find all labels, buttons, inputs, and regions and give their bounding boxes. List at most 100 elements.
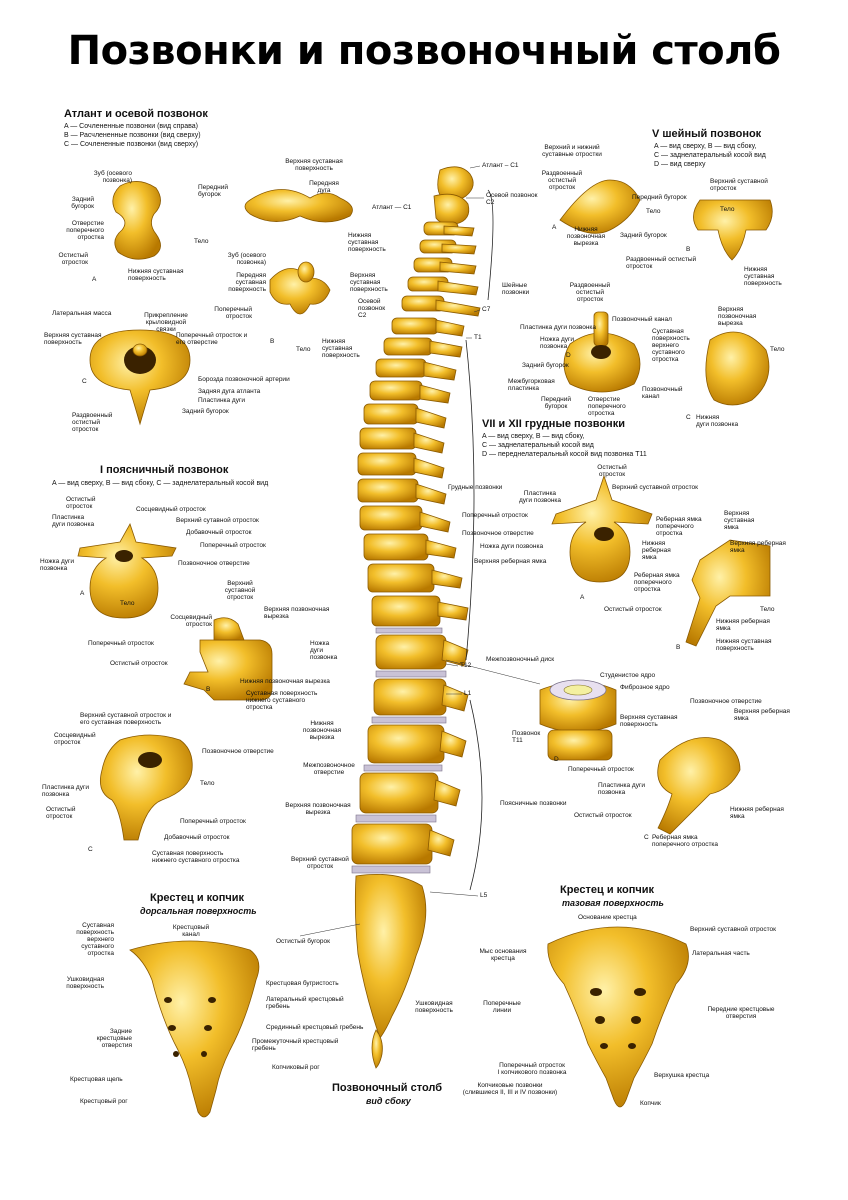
label-front-art: Передняя суставная поверхность bbox=[228, 272, 266, 293]
label-axis-c2: Осевой позвонок C2 bbox=[358, 298, 386, 319]
label-c5-back-tub-d: Задний бугорок bbox=[522, 362, 569, 369]
label-th-lower-rib-b: Нижняя реберная ямка bbox=[716, 618, 770, 632]
label-l-mammillary-b: Сосцевидный отросток bbox=[170, 614, 212, 628]
label-th-letter-c: C bbox=[644, 834, 649, 841]
label-bifid: Раздвоенный остистый отросток bbox=[72, 412, 113, 433]
sacrum-pelvic-subtitle: тазовая поверхность bbox=[562, 898, 664, 908]
label-th-transverse: Поперечный отросток bbox=[462, 512, 528, 519]
label-th-pedicle: Ножка дуги позвонка bbox=[480, 543, 544, 550]
label-l-lamina-c: Пластинка дуги позвонка bbox=[42, 784, 89, 798]
label-sp-c7: C7 bbox=[482, 306, 491, 313]
label-telo2: Тело bbox=[296, 346, 311, 353]
label-c5-letter-d: D bbox=[566, 352, 571, 359]
label-th-upper-art: Верхний суставной отросток bbox=[612, 484, 698, 491]
label-c5-telo: Тело bbox=[646, 208, 661, 215]
label-sp-cervical: Шейные позвонки bbox=[502, 282, 530, 296]
label-sp2-coccyx-vert: Копчиковые позвонки (слившиеся II, III и… bbox=[462, 1082, 558, 1096]
cervical5-figures bbox=[559, 179, 773, 406]
label-sp2-coccyx: Копчик bbox=[640, 1100, 661, 1107]
label-lower-art: Нижняя суставная поверхность bbox=[128, 268, 184, 282]
label-letter-b: B bbox=[270, 338, 275, 345]
label-th-lower-art-b: Нижняя суставная поверхность bbox=[716, 638, 772, 652]
label-l-mammillary: Сосцевидный отросток bbox=[136, 506, 206, 513]
atlas-legend-b: B — Расчлененные позвонки (вид сверху) bbox=[64, 132, 201, 139]
label-th-vertebra-t11: Позвонок T11 bbox=[512, 730, 541, 744]
label-c5-foramen-transv: Отверстие поперечного отростка bbox=[588, 396, 626, 417]
label-th-letter-d: D bbox=[554, 756, 559, 763]
label-sp2-transv-lines: Поперечные линии bbox=[483, 1000, 521, 1014]
label-sd-canal: Крестцовый канал bbox=[172, 924, 210, 938]
spine-title: Позвоночный столб bbox=[332, 1082, 443, 1094]
label-c5-bifid: Раздвоенный остистый отросток bbox=[541, 170, 583, 191]
cervical5-legend-3: D — вид сверху bbox=[654, 161, 706, 168]
label-c5-lamina: Пластинка дуги позвонка bbox=[520, 324, 597, 331]
label-l-letter-c: C bbox=[88, 846, 93, 853]
label-l-pedicle-b: Ножка дуги позвонка bbox=[310, 640, 338, 661]
label-c5-art-face: Суставная поверхность верхнего суставног… bbox=[652, 328, 690, 363]
label-l-spinous-b: Остистый отросток bbox=[110, 660, 168, 667]
label-zub2: Зуб (осевого позвонка) bbox=[227, 252, 266, 266]
label-sp2-base: Основание крестца bbox=[578, 914, 637, 921]
label-foramen-transv: Отверстие поперечного отростка bbox=[66, 220, 104, 241]
label-post-arch: Задняя дуга атланта bbox=[198, 388, 261, 395]
label-sp-l1: L1 bbox=[464, 690, 472, 697]
label-sp-thoracic: Грудные позвонки bbox=[448, 484, 503, 491]
label-c5-lower-notch: Нижняя позвоночная вырезка bbox=[566, 226, 606, 247]
label-l-lower-notch: Нижняя позвоночная вырезка bbox=[240, 678, 330, 685]
label-l-upper-art: Верхний сутавной отросток bbox=[176, 517, 259, 524]
cervical5-legend-1: A — вид сверху, B — вид сбоку, bbox=[654, 143, 757, 150]
label-sp2-coccyx-transv: Поперечный отросток I копчикового позвон… bbox=[497, 1062, 567, 1076]
label-sp-upper-art: Верхний суставной отросток bbox=[291, 856, 349, 870]
label-sd-art-surface: Суставная поверхность верхнего суставног… bbox=[76, 922, 114, 957]
atlas-legend-c: C — Сочлененные позвонки (вид сверху) bbox=[64, 141, 199, 148]
label-lig-attach: Прикрепление крыловидной связки bbox=[144, 312, 188, 333]
coccyx-lateral bbox=[371, 1029, 383, 1069]
page-title: Позвонки и позвоночный столб bbox=[67, 28, 781, 74]
label-telo: Тело bbox=[194, 238, 209, 245]
cervical5-legend-2: C — заднелатеральный косой вид bbox=[654, 152, 766, 159]
label-sd-coccyx-horn: Копчиковый рог bbox=[272, 1064, 320, 1071]
sacrum-dorsal-title: Крестец и копчик bbox=[150, 892, 245, 904]
label-sd-auricular: Ушковидная поверхность bbox=[66, 976, 104, 990]
label-th-upper-rib: Верхняя реберная ямка bbox=[474, 558, 547, 565]
label-th-lower-rib: Нижняя реберная ямка bbox=[642, 540, 671, 561]
label-sd-lat-crest: Латеральный крестцовый гребень bbox=[266, 996, 344, 1010]
label-sd-sacral-tuberosity: Крестцовая бугристость bbox=[266, 980, 339, 987]
atlas-section-title: Атлант и осевой позвонок bbox=[64, 108, 208, 120]
label-th-foramen-c: Позвоночное отверстие bbox=[690, 698, 762, 705]
sacrum-pelvic-figure bbox=[547, 926, 689, 1108]
label-c5-letter-b: B bbox=[686, 246, 691, 253]
label-l-lower-art-face: Суставная поверхность нижнего суставного… bbox=[246, 690, 318, 711]
thoracic-legend: A — вид сверху, B — вид сбоку, C — задне… bbox=[482, 432, 647, 459]
label-spinous: Остистый отросток bbox=[58, 252, 88, 266]
label-l-upper-notch: Верхняя позвоночная вырезка bbox=[264, 606, 330, 620]
label-sd-hiatus: Крестцовая щель bbox=[70, 1076, 123, 1083]
leader-lines bbox=[299, 165, 541, 937]
label-sp-lower-notch: Нижняя позвоночная вырезка bbox=[302, 720, 342, 741]
label-c5-letter-c: C bbox=[686, 414, 691, 421]
label-front-arch: Передняя дуга bbox=[309, 180, 339, 194]
label-sp-auricular: Ушковидная поверхность bbox=[415, 1000, 453, 1014]
label-l-telo: Тело bbox=[120, 600, 135, 607]
label-l-spinous: Остистый отросток bbox=[66, 496, 96, 510]
label-th-letter-b: B bbox=[676, 644, 681, 651]
label-back-tub: Задний бугорок bbox=[71, 196, 94, 210]
label-c5-bifid-b: Раздвоенный остистый отросток bbox=[626, 256, 697, 270]
label-c5-bifid-d: Раздвоенный остистый отросток bbox=[569, 282, 611, 303]
label-groove: Борозда позвоночной артерии bbox=[198, 376, 290, 383]
label-letter-a: A bbox=[92, 276, 97, 283]
label-lower-art3: Нижняя суставная поверхность bbox=[322, 338, 360, 359]
label-th-rib-facet-transv: Реберная ямка поперечного отростка bbox=[656, 516, 702, 537]
label-l-pedicle: Ножка дуги позвонка bbox=[40, 558, 75, 572]
atlas-legend-a: A — Сочлененные позвонки (вид справа) bbox=[64, 123, 199, 130]
label-sp-upper-notch: Верхняя позвоночная вырезка bbox=[285, 802, 351, 816]
label-th-letter-a: A bbox=[580, 594, 585, 601]
atlas-axis-figures bbox=[89, 181, 353, 426]
label-sp2-lat-part: Латеральная часть bbox=[692, 950, 750, 957]
label-th-upper-art-c: Верхняя суставная поверхность bbox=[620, 714, 678, 728]
label-th-rib-facet-c: Реберная ямка поперечного отростка bbox=[652, 834, 719, 848]
label-sp-disc: Межпозвоночный диск bbox=[486, 656, 555, 663]
label-th-upper-rib-facet: Верхняя реберная ямка bbox=[730, 540, 786, 554]
label-l-telo-c: Тело bbox=[200, 780, 215, 787]
